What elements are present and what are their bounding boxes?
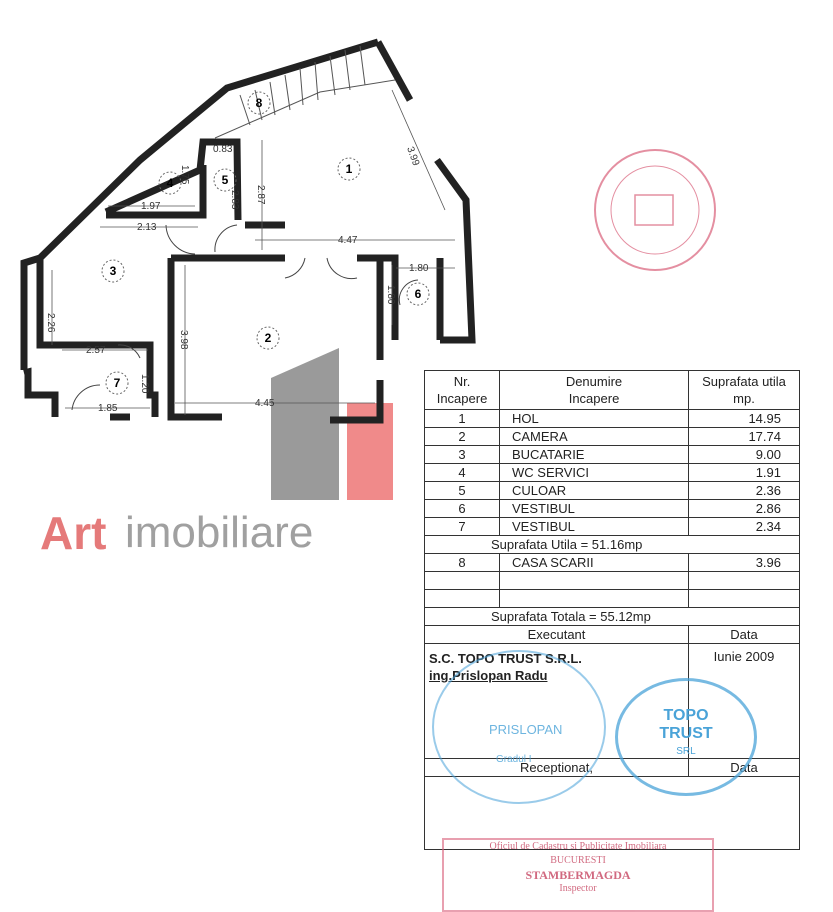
executant-label: Executant (424, 625, 689, 644)
dimension-labels: 3.99 0.83 1.75 2.83 2.87 1.97 2.13 4.47 … (45, 144, 429, 414)
dim-label: 2.13 (137, 222, 157, 233)
ocpi-title: Oficiul de Cadastru si Publicitate Imobi… (489, 841, 667, 852)
cell-area: 2.86 (688, 499, 800, 518)
room-number: 4 (167, 176, 174, 190)
useful-total: Suprafata Utila = 51.16mp (424, 535, 800, 554)
header-area: Suprafata utila mp. (688, 370, 800, 410)
dim-label: 1.97 (141, 201, 161, 212)
engineer-seal-stamp: PRISLOPAN Gradul I (432, 650, 606, 804)
cell-name: CAMERA (499, 427, 689, 446)
header-name: Denumire Incapere (499, 370, 689, 410)
dim-label: 1.75 (179, 165, 190, 185)
ocpi-role: Inspector (559, 883, 597, 894)
room-number: 3 (110, 264, 117, 278)
grand-total-row: Suprafata Totala = 55.12mp (424, 607, 800, 626)
cell-nr: 2 (424, 427, 500, 446)
cell-nr: 8 (424, 553, 500, 572)
seal-name: PRISLOPAN (489, 722, 563, 737)
cell-nr: 6 (424, 499, 500, 518)
stamp-srl: SRL (676, 746, 696, 757)
cell-area: 9.00 (688, 445, 800, 464)
seal-grade: Gradul I (496, 754, 532, 765)
cell-area: 3.96 (688, 553, 800, 572)
cell-name: BUCATARIE (499, 445, 689, 464)
dim-label: 4.45 (255, 398, 275, 409)
room-number: 8 (256, 96, 263, 110)
dim-label: 2.26 (45, 313, 56, 333)
room-markers: 1 2 3 4 5 6 7 8 (101, 91, 430, 395)
cell-name: VESTIBUL (499, 517, 689, 536)
walls (20, 38, 476, 424)
dim-label: 2.87 (255, 185, 266, 205)
stamp-trust: TRUST (659, 725, 713, 742)
stairs (214, 45, 396, 139)
cell-area: 14.95 (688, 409, 800, 428)
dim-label: 1.80 (385, 285, 396, 305)
cell-name: VESTIBUL (499, 499, 689, 518)
cell-nr: 5 (424, 481, 500, 500)
empty-row (424, 589, 800, 608)
cell-name: CASA SCARII (499, 553, 689, 572)
cell-nr: 1 (424, 409, 500, 428)
grand-total: Suprafata Totala = 55.12mp (424, 607, 800, 626)
cell-name: CULOAR (499, 481, 689, 500)
dim-label: 2.57 (86, 345, 106, 356)
dim-label: 3.99 (404, 145, 421, 167)
room-number: 5 (222, 173, 229, 187)
watermark-suffix: imobiliare (125, 508, 314, 557)
dim-label: 1.20 (139, 374, 150, 394)
ocpi-stamp: Oficiul de Cadastru si Publicitate Imobi… (442, 838, 714, 912)
room-number: 1 (346, 162, 353, 176)
top-right-stamp (594, 149, 716, 271)
watermark-grey-shape (271, 348, 339, 500)
stamp-topo: TOPO (663, 707, 709, 724)
cell-nr: 4 (424, 463, 500, 482)
header-nr: Nr. Incapere (424, 370, 500, 410)
dim-label: 1.85 (98, 403, 118, 414)
dim-label: 3.98 (178, 330, 189, 350)
cell-area: 2.36 (688, 481, 800, 500)
empty-row (424, 571, 800, 590)
dim-label: 4.47 (338, 235, 358, 246)
door-swings (71, 224, 419, 411)
topo-trust-stamp: TOPO TRUST SRL (615, 678, 757, 796)
table-header-row: Nr. Incapere Denumire Incapere Suprafata… (424, 370, 800, 410)
cell-nr: 7 (424, 517, 500, 536)
dim-label: 2.83 (229, 190, 240, 210)
dim-label: 1.80 (409, 263, 429, 274)
room-number: 6 (415, 287, 422, 301)
cell-nr: 3 (424, 445, 500, 464)
useful-total-row: Suprafata Utila = 51.16mp (424, 535, 800, 554)
cell-area: 2.34 (688, 517, 800, 536)
ocpi-city: BUCURESTI (550, 855, 606, 866)
cell-name: WC SERVICI (499, 463, 689, 482)
watermark-brand: Art (40, 507, 107, 559)
cell-name: HOL (499, 409, 689, 428)
date-label: Data (688, 625, 800, 644)
cell-area: 17.74 (688, 427, 800, 446)
cell-area: 1.91 (688, 463, 800, 482)
dimension-lines (51, 89, 455, 415)
dim-label: 0.83 (213, 144, 233, 155)
ocpi-name: STAMBERMAGDA (525, 868, 631, 882)
room-number: 7 (114, 376, 121, 390)
room-number: 2 (265, 331, 272, 345)
